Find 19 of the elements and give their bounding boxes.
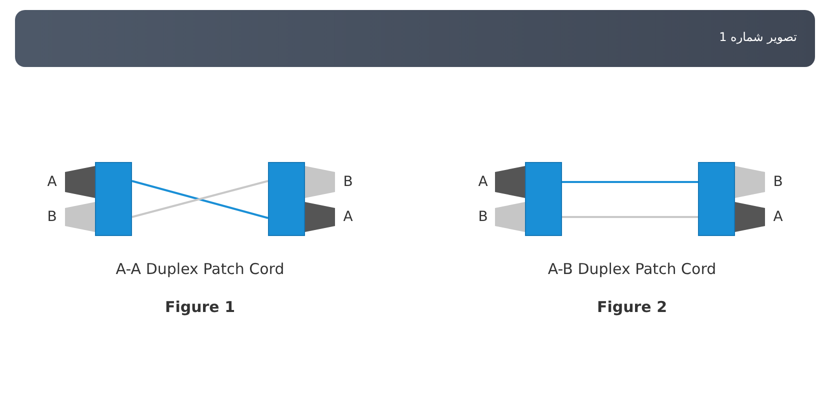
port-letter: A — [47, 174, 57, 190]
fiber-line — [562, 216, 698, 218]
figure-caption: A-A Duplex Patch Cord — [116, 260, 284, 278]
connector-body — [95, 162, 132, 236]
fiber-line — [562, 181, 698, 183]
port-letter: B — [478, 209, 488, 225]
port-letter: A — [773, 209, 783, 225]
header-title: تصویر شماره 1 — [719, 30, 797, 44]
connector-body — [698, 162, 735, 236]
figure-caption: A-B Duplex Patch Cord — [548, 260, 716, 278]
port-letter: B — [47, 209, 57, 225]
figure-number: Figure 2 — [596, 298, 668, 316]
figure-number: Figure 1 — [164, 298, 236, 316]
port-letter: B — [773, 174, 783, 190]
port-letter: A — [478, 174, 488, 190]
port-letter: A — [343, 209, 353, 225]
connector-body — [525, 162, 562, 236]
connector-body — [268, 162, 305, 236]
port-letter: B — [343, 174, 353, 190]
